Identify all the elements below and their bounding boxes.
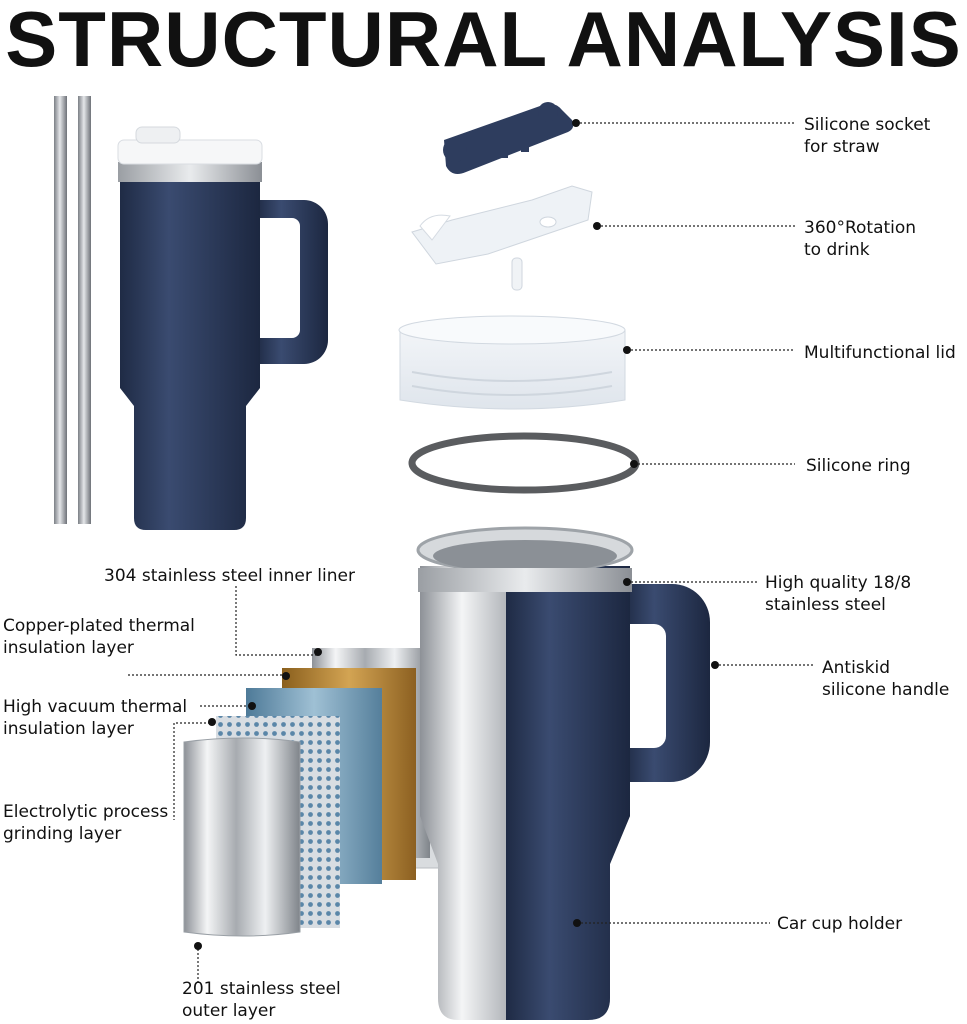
label-grinding-layer: Electrolytic process grinding layer <box>3 802 169 844</box>
main-tumbler <box>416 526 710 1020</box>
label-handle: Antiskid silicone handle <box>822 658 950 700</box>
rotation-mouthpiece <box>411 185 593 291</box>
label-steel-18-8: High quality 18/8 stainless steel <box>765 573 912 615</box>
silicone-socket-part <box>443 102 574 174</box>
leader-lines <box>128 122 815 985</box>
page-title: STRUCTURAL ANALYSIS <box>5 0 962 83</box>
label-silicone-socket: Silicone socket for straw <box>804 115 931 157</box>
label-vacuum-layer: High vacuum thermal insulation layer <box>3 697 188 739</box>
label-ring: Silicone ring <box>806 456 911 476</box>
leader-dots <box>194 119 719 950</box>
label-copper-layer: Copper-plated thermal insulation layer <box>3 616 195 658</box>
silicone-ring-part <box>408 432 640 494</box>
label-cup-holder: Car cup holder <box>777 914 903 934</box>
label-rotation: 360°Rotation to drink <box>804 218 917 260</box>
label-inner-liner: 304 stainless steel inner liner <box>104 566 355 586</box>
straw-pair <box>54 96 91 524</box>
label-outer-layer: 201 stainless steel outer layer <box>182 979 341 1021</box>
insulation-layers <box>183 648 466 937</box>
lid-part <box>398 315 626 410</box>
label-lid: Multifunctional lid <box>804 343 956 363</box>
assembled-tumbler <box>117 126 328 530</box>
